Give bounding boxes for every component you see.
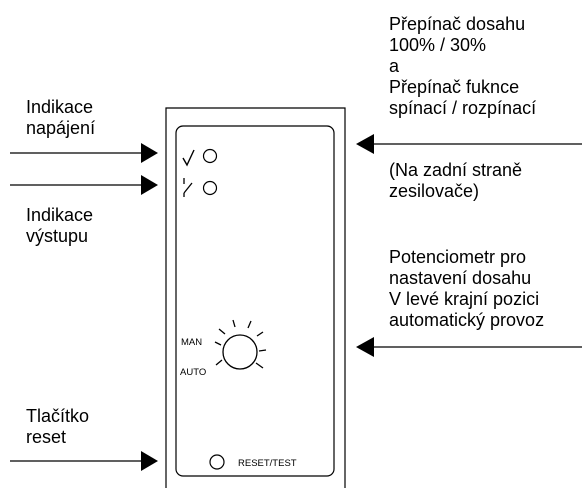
device-body-outline bbox=[165, 107, 346, 488]
checkmark-icon bbox=[182, 149, 195, 167]
reset-button-icon[interactable] bbox=[209, 454, 225, 470]
arrow-range-switch bbox=[356, 134, 582, 154]
label-power-indication: Indikace napájení bbox=[26, 97, 96, 138]
output-led-icon bbox=[202, 180, 218, 196]
arrow-reset-button bbox=[10, 451, 158, 471]
label-reset-button: Tlačítko reset bbox=[26, 406, 90, 447]
label-range-switch: Přepínač dosahu 100% / 30% a Přepínač fu… bbox=[389, 14, 537, 118]
label-back-side-note: (Na zadní straně zesilovače) bbox=[389, 160, 523, 201]
arrow-power-indication bbox=[10, 143, 158, 163]
potentiometer-knob-icon bbox=[222, 334, 258, 370]
switch-contact-icon bbox=[183, 178, 193, 197]
label-output-indication: Indikace výstupu bbox=[26, 205, 94, 246]
label-reset-test: RESET/TEST bbox=[238, 458, 297, 469]
label-auto: AUTO bbox=[180, 367, 207, 378]
front-panel-outline bbox=[175, 125, 335, 477]
power-led-icon bbox=[202, 148, 218, 164]
label-potentiometer: Potenciometr pro nastavení dosahu V levé… bbox=[389, 247, 545, 330]
label-man: MAN bbox=[181, 337, 203, 348]
arrow-potentiometer bbox=[356, 337, 582, 357]
arrow-output-indication bbox=[10, 175, 158, 195]
potentiometer-ticks bbox=[214, 319, 267, 369]
